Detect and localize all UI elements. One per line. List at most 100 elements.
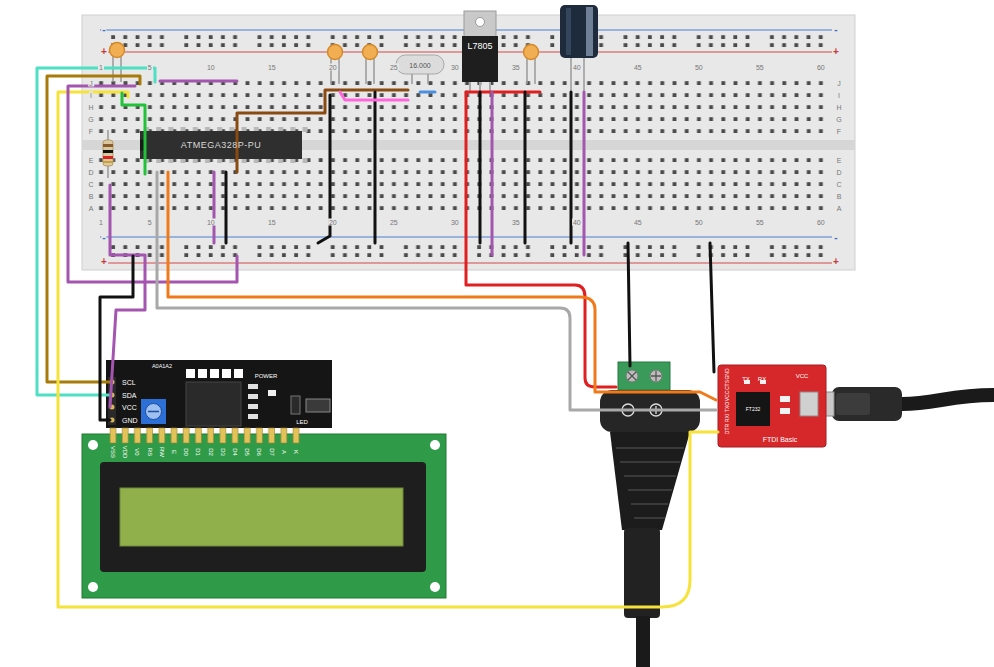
lcd-module xyxy=(82,426,446,598)
component-label: A0A1A2 xyxy=(152,364,172,370)
component-label: D2 xyxy=(208,448,214,456)
rail-sign: - xyxy=(833,233,838,243)
column-number: 40 xyxy=(572,64,582,71)
component-label: TXO xyxy=(725,402,730,412)
component-label: K xyxy=(293,450,299,454)
row-letter: H xyxy=(87,104,94,111)
column-number: 60 xyxy=(816,219,826,226)
column-number: 35 xyxy=(511,219,521,226)
component-label: GND xyxy=(725,368,730,379)
component-label: VCC xyxy=(796,373,809,379)
wires xyxy=(37,68,718,607)
component-label: D1 xyxy=(195,448,201,456)
component-label: DTR xyxy=(725,424,730,434)
column-number: 30 xyxy=(450,64,460,71)
column-number: 50 xyxy=(694,219,704,226)
column-number: 40 xyxy=(572,219,582,226)
component-label: RX xyxy=(758,376,766,382)
column-number: 20 xyxy=(328,64,338,71)
column-number: 5 xyxy=(147,219,153,226)
component-label: VCC xyxy=(122,404,137,411)
crystal-body xyxy=(396,55,444,84)
dc-jack xyxy=(600,362,700,667)
row-letter: H xyxy=(835,104,842,111)
crystal-oscillator: 16.000 xyxy=(398,57,442,73)
rail-sign: + xyxy=(100,47,108,57)
component-label: D4 xyxy=(232,448,238,456)
column-number: 35 xyxy=(511,64,521,71)
ftdi-basic-board: TXRXVCCFT232GNDCTSVCCTXORXIDTRFTDI Basic xyxy=(718,365,826,447)
rail-sign: + xyxy=(832,257,840,267)
rail-sign: - xyxy=(833,25,838,35)
component-label: D3 xyxy=(220,448,226,456)
column-number: 60 xyxy=(816,64,826,71)
column-number: 55 xyxy=(755,64,765,71)
microcontroller-chip: ATMEGA328P-PU xyxy=(140,131,302,159)
voltage-regulator: L7805 xyxy=(462,36,498,82)
column-number: 45 xyxy=(633,64,643,71)
component-label: A xyxy=(281,450,287,454)
component-label: FTDI Basic xyxy=(763,436,798,443)
row-letter: C xyxy=(87,181,94,188)
rail-sign: - xyxy=(101,25,106,35)
column-number: 30 xyxy=(450,219,460,226)
component-label: D5 xyxy=(244,448,250,456)
column-number: 55 xyxy=(755,219,765,226)
component-label: L7805 xyxy=(467,42,492,51)
row-letter: B xyxy=(88,193,95,200)
component-label: GND xyxy=(122,417,138,424)
resistor-symbol xyxy=(103,130,113,178)
component-label: SCL xyxy=(122,379,136,386)
component-label: LED xyxy=(296,419,308,425)
i2c-backpack-board: A0A1A2POWERSCLSDAVCCGNDLED xyxy=(106,360,332,428)
regulator-package xyxy=(462,11,498,92)
row-letter: J xyxy=(836,80,842,87)
i2c-backpack xyxy=(106,360,332,428)
row-letter: J xyxy=(88,80,94,87)
breadboard xyxy=(82,15,855,270)
row-letter: D xyxy=(835,169,842,176)
rail-sign: + xyxy=(832,47,840,57)
column-number: 25 xyxy=(389,219,399,226)
column-number: 50 xyxy=(694,64,704,71)
row-letter: G xyxy=(835,116,842,123)
component-label: VDD xyxy=(122,446,128,459)
row-letter: F xyxy=(88,128,94,135)
component-label: RS xyxy=(147,448,153,456)
column-number: 15 xyxy=(267,64,277,71)
column-number: 10 xyxy=(206,219,216,226)
chip-body xyxy=(140,131,302,159)
component-label: D7 xyxy=(269,448,275,456)
row-letter: A xyxy=(88,205,95,212)
component-label: V0 xyxy=(134,448,140,455)
column-number: 10 xyxy=(206,64,216,71)
row-letter: C xyxy=(835,181,842,188)
row-letter: F xyxy=(836,128,842,135)
chip-legs xyxy=(141,125,312,165)
row-letter: A xyxy=(836,205,843,212)
column-number: 5 xyxy=(147,64,153,71)
component-label: TX xyxy=(742,376,750,382)
lcd-board: VSSVDDV0RSRWED0D1D2D3D4D5D6D7AK xyxy=(82,434,446,598)
column-number: 1 xyxy=(98,64,104,71)
component-label: RXI xyxy=(725,414,730,422)
row-letter: G xyxy=(87,116,94,123)
column-number: 45 xyxy=(633,219,643,226)
row-letter: I xyxy=(837,92,841,99)
column-number: 20 xyxy=(328,219,338,226)
row-letter: E xyxy=(88,157,95,164)
row-letter: B xyxy=(836,193,843,200)
component-label: CTS xyxy=(725,380,730,390)
column-number: 15 xyxy=(267,219,277,226)
rail-sign: + xyxy=(100,257,108,267)
electrolytic-capacitor xyxy=(560,5,598,92)
component-label: 16.000 xyxy=(409,62,430,69)
component-label: E xyxy=(171,450,177,454)
component-label: D6 xyxy=(256,448,262,456)
component-label: ATMEGA328P-PU xyxy=(181,141,261,150)
row-letter: I xyxy=(89,92,93,99)
